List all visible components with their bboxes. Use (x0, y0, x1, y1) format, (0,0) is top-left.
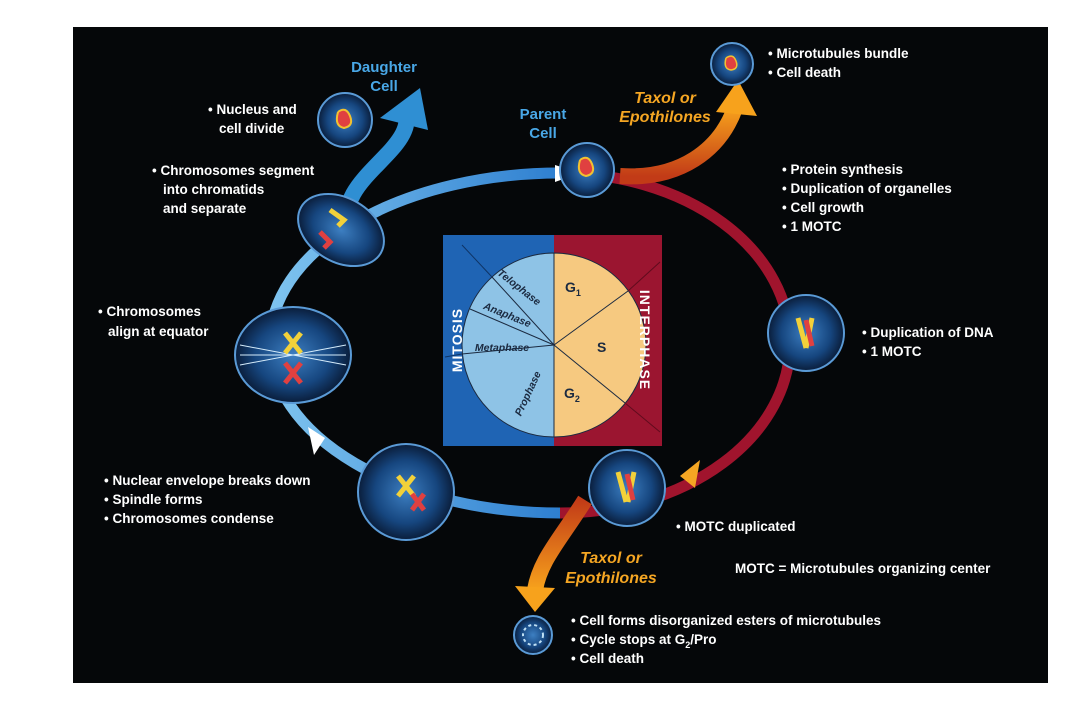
note-interphase-early: • Protein synthesis • Duplication of org… (782, 162, 952, 234)
note-metaphase: • Chromosomes align at equator (98, 304, 209, 339)
cell-metaphase (234, 306, 352, 404)
motc-legend: MOTC = Microtubules organizing center (735, 561, 991, 576)
panel-line-4 (624, 402, 661, 433)
note-drug-result-top: • Microtubules bundle • Cell death (768, 46, 909, 80)
note-line: • Chromosomes (98, 304, 201, 319)
note-line: • Cycle stops at G2/Pro (571, 632, 717, 650)
note-prophase: • Nuclear envelope breaks down • Spindle… (104, 473, 311, 526)
interphase-label: INTERPHASE (637, 290, 653, 390)
panel-line-2 (444, 353, 463, 358)
note-line: • 1 MOTC (862, 344, 922, 359)
note-line: into chromatids (163, 182, 264, 197)
taxol-top-label-line2: Epothilones (619, 109, 711, 126)
note-line: • Cell growth (782, 200, 864, 215)
metaphase-label: Metaphase (475, 342, 529, 354)
pie-divider-1 (491, 276, 555, 346)
g2-label: G2 (564, 385, 580, 404)
note-telophase: • Nucleus and cell divide (208, 102, 297, 136)
center-phase-panel: MITOSIS INTERPHASE Telophase Anaphase Me… (443, 235, 662, 446)
note-line: • Nucleus and (208, 102, 297, 117)
note-g2-phase: • MOTC duplicated (676, 519, 795, 534)
taxol-bottom-label-line1: Taxol or (580, 550, 642, 567)
pie-divider-3 (461, 344, 555, 355)
note-line: • Duplication of organelles (782, 181, 952, 196)
taxol-bottom-arrowhead (515, 586, 555, 612)
panel-line-3 (627, 261, 661, 292)
s-label: S (597, 339, 606, 355)
cell-prophase (357, 443, 455, 541)
mitosis-label: MITOSIS (449, 308, 465, 372)
cell-anaphase (297, 192, 385, 268)
note-line: • Protein synthesis (782, 162, 903, 177)
note-anaphase: • Chromosomes segment into chromatids an… (152, 163, 315, 216)
taxol-top-arrow (619, 105, 743, 185)
note-line: align at equator (108, 324, 209, 339)
pie-divider-g1-s (553, 290, 629, 346)
parent-cell-label-line1: Parent (520, 106, 567, 123)
pie-divider-s-g2 (553, 344, 626, 404)
daughter-cell-arrowhead (380, 88, 428, 130)
note-line: • Chromosomes segment (152, 163, 315, 178)
cell-parent (559, 142, 615, 198)
note-line: • Spindle forms (104, 492, 203, 507)
pie-divider-2 (469, 308, 555, 346)
cell-g2 (588, 449, 666, 527)
note-line: • Duplication of DNA (862, 325, 994, 340)
cell-s-phase (767, 294, 845, 372)
note-line: • Cell death (571, 651, 644, 666)
cell-drug-bottom (513, 615, 553, 655)
ring-arrowhead-right (680, 460, 700, 488)
taxol-bottom-arrow (527, 495, 592, 592)
parent-cell-label-line2: Cell (529, 125, 557, 142)
note-line: • Cell death (768, 65, 841, 80)
cell-drug-top (710, 42, 754, 86)
pie-interphase-half (553, 252, 647, 438)
note-line: • 1 MOTC (782, 219, 842, 234)
taxol-top-arrowhead (716, 80, 757, 116)
note-drug-result-bottom: • Cell forms disorganized esters of micr… (571, 613, 881, 666)
panel-line-1 (461, 244, 493, 278)
taxol-bottom-label-line2: Epothilones (565, 570, 657, 587)
note-line: • Cell forms disorganized esters of micr… (571, 613, 881, 628)
pie-mitosis-half (461, 252, 555, 438)
g1-label: G1 (565, 279, 581, 298)
note-line: • Nuclear envelope breaks down (104, 473, 311, 488)
note-line: • Microtubules bundle (768, 46, 909, 61)
ring-arrowhead-left (308, 427, 325, 455)
note-line: and separate (163, 201, 247, 216)
note-line: cell divide (219, 121, 285, 136)
daughter-cell-label-line1: Daughter (351, 59, 417, 76)
note-line: • Chromosomes condense (104, 511, 274, 526)
cell-telophase (317, 92, 373, 148)
note-s-phase: • Duplication of DNA • 1 MOTC (862, 325, 994, 359)
daughter-cell-label-line2: Cell (370, 78, 398, 95)
taxol-top-label-line1: Taxol or (634, 90, 696, 107)
